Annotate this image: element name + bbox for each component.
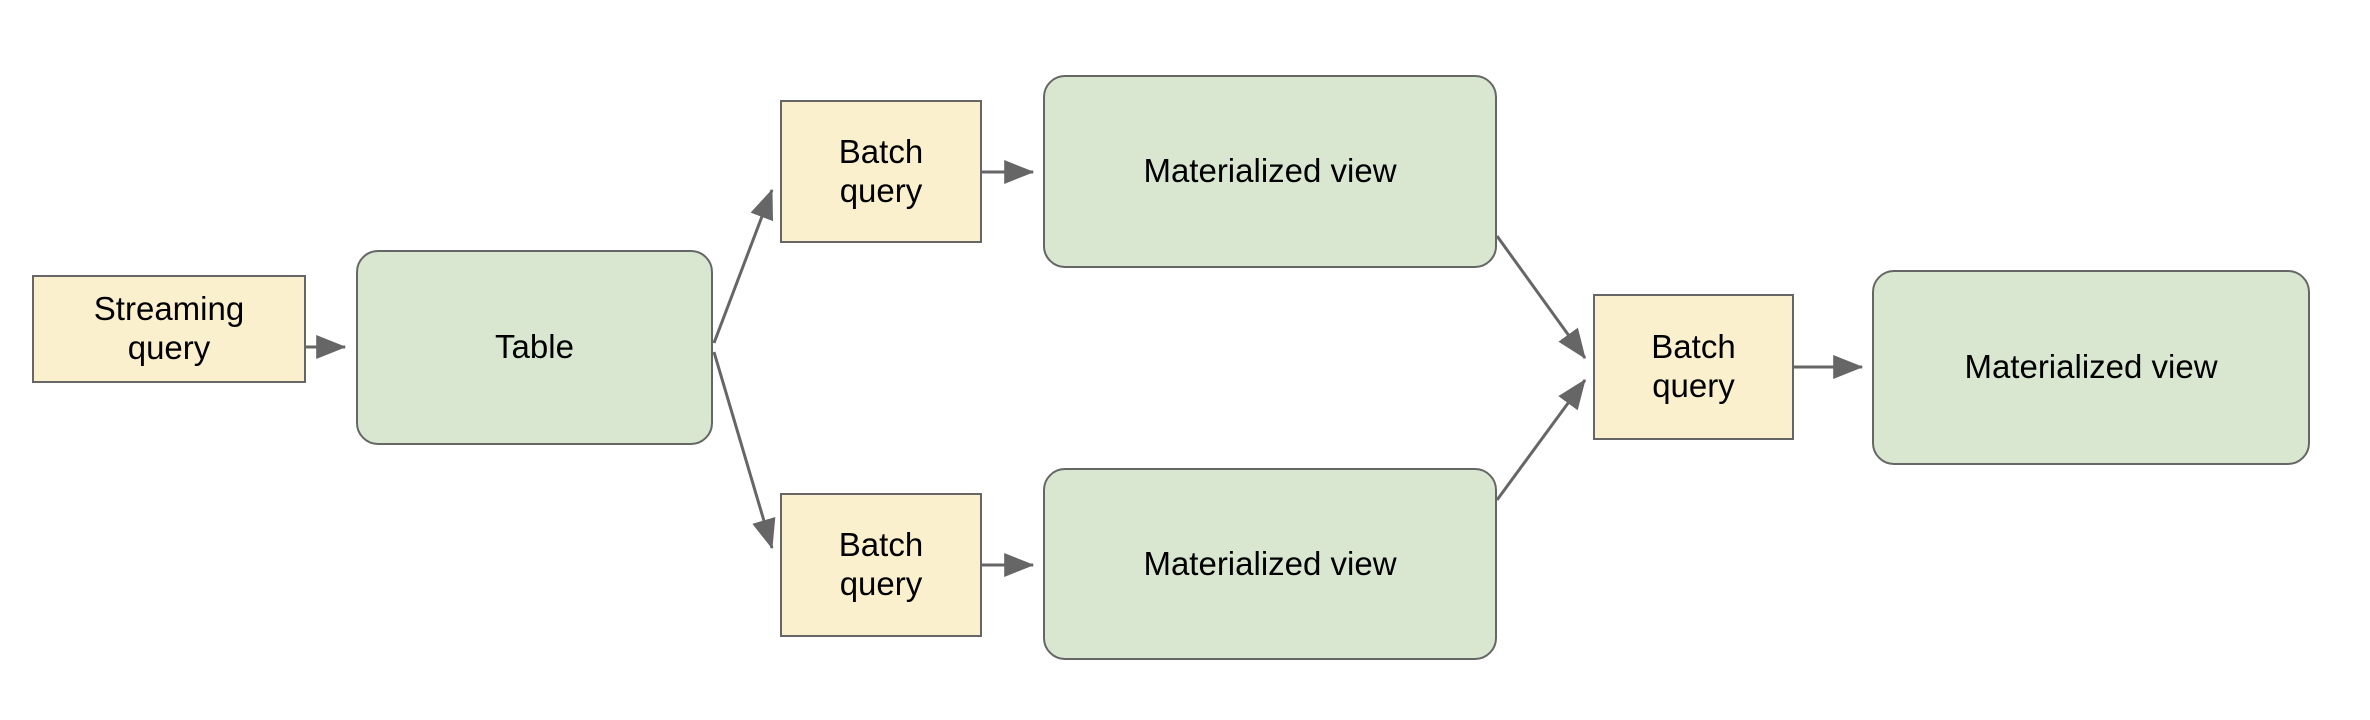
- node-label-batch-query-top: Batch query: [838, 132, 924, 209]
- node-materialized-view-top[interactable]: Materialized view: [1043, 75, 1497, 268]
- edge-table-to-batch-bottom: [712, 351, 776, 550]
- edge-table-to-batch-top: [712, 188, 774, 344]
- node-label-table: Table: [495, 328, 574, 366]
- node-label-materialized-view-top: Materialized view: [1143, 152, 1397, 190]
- edge-mv-bottom-to-batch-join: [1495, 379, 1587, 501]
- node-label-streaming-query: Streaming query: [93, 290, 245, 366]
- node-label-materialized-view-bottom: Materialized view: [1143, 544, 1397, 582]
- node-batch-query-bottom[interactable]: Batch query: [780, 493, 982, 637]
- node-label-batch-query-bottom: Batch query: [838, 526, 924, 602]
- node-table[interactable]: Table: [356, 250, 713, 445]
- node-batch-query-join[interactable]: Batch query: [1593, 294, 1794, 440]
- node-materialized-view-final[interactable]: Materialized view: [1872, 270, 2310, 465]
- node-label-batch-query-join: Batch query: [1651, 328, 1736, 404]
- edge-mv-top-to-batch-join: [1495, 235, 1587, 359]
- node-batch-query-top[interactable]: Batch query: [780, 100, 982, 243]
- node-label-materialized-view-final: Materialized view: [1964, 348, 2218, 386]
- node-streaming-query[interactable]: Streaming query: [32, 275, 306, 383]
- node-materialized-view-bottom[interactable]: Materialized view: [1043, 468, 1497, 660]
